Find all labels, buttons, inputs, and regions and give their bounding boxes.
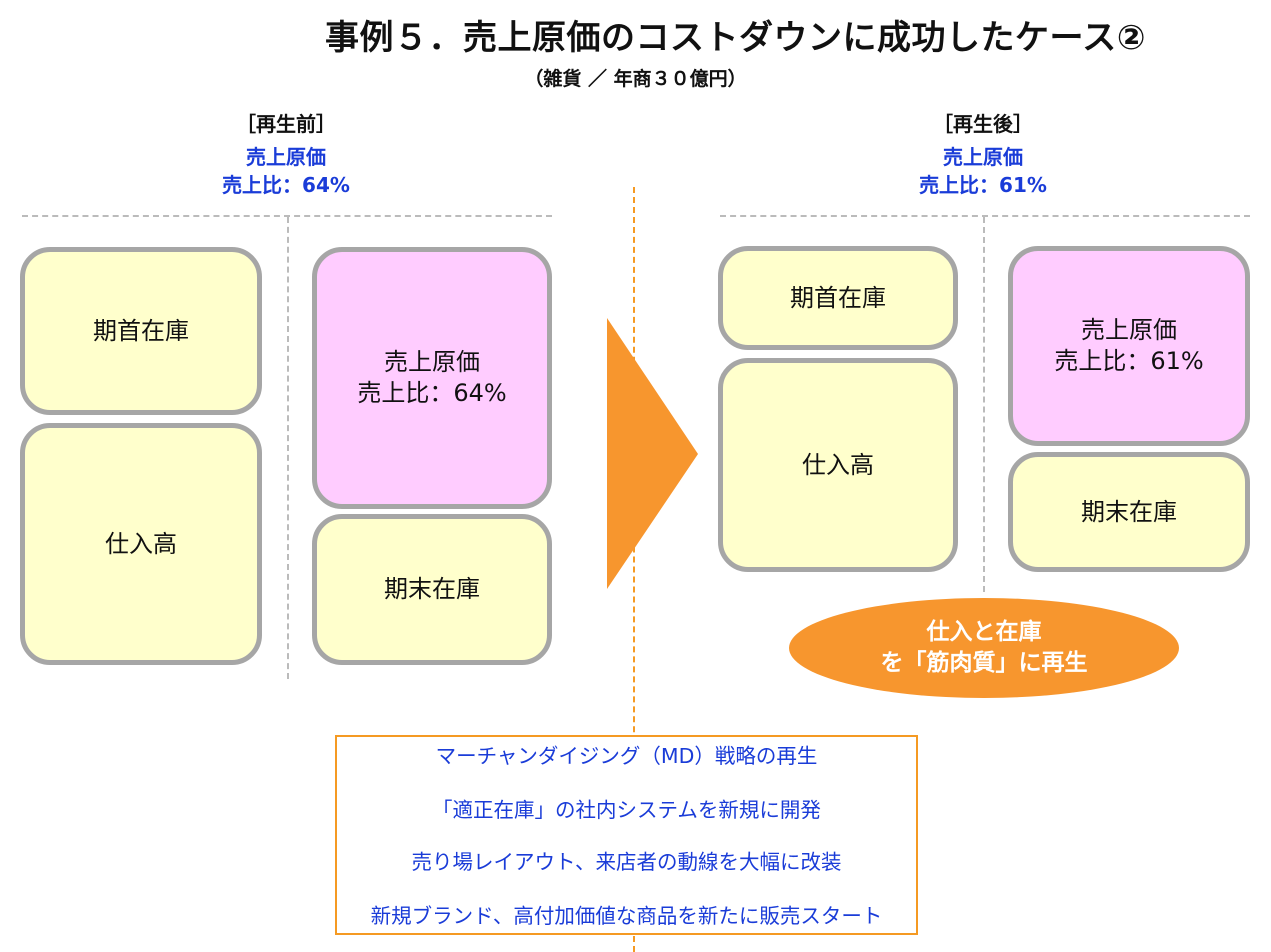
after-cogs-box: 売上原価 売上比：61% [1008, 246, 1250, 446]
after-cogs-line1: 売上原価 [1081, 316, 1177, 344]
actions-box: マーチャンダイジング（MD）戦略の再生 「適正在庫」の社内システムを新規に開発 … [335, 735, 918, 935]
page-subtitle: （雑貨 ／ 年商３０億円） [524, 68, 747, 90]
before-closing-inventory-label: 期末在庫 [384, 575, 480, 603]
page-title: 事例５．売上原価のコストダウンに成功したケース② [324, 18, 1147, 58]
after-top-rule [720, 215, 1250, 217]
action-item: マーチャンダイジング（MD）戦略の再生 [435, 744, 818, 768]
before-purchases-box: 仕入高 [20, 423, 262, 665]
before-mid-rule [287, 217, 289, 679]
callout-ellipse: 仕入と在庫 を「筋肉質」に再生 [789, 598, 1179, 698]
before-cogs-box: 売上原価 売上比：64% [312, 247, 552, 509]
after-label: ［再生後］ [933, 112, 1033, 136]
after-purchases-box: 仕入高 [718, 358, 958, 572]
before-label: ［再生前］ [236, 112, 336, 136]
before-opening-inventory-box: 期首在庫 [20, 247, 262, 415]
transition-arrow-icon [607, 318, 698, 589]
after-closing-inventory-box: 期末在庫 [1008, 452, 1250, 572]
after-closing-inventory-label: 期末在庫 [1081, 497, 1177, 526]
before-cost-heading: 売上原価 売上比：64% [136, 143, 436, 199]
after-purchases-label: 仕入高 [802, 450, 874, 479]
action-item: 売り場レイアウト、来店者の動線を大幅に改装 [411, 850, 842, 874]
before-cost-line1: 売上原価 [246, 145, 326, 169]
callout-line1: 仕入と在庫 [926, 619, 1042, 645]
after-cost-heading: 売上原価 売上比：61% [833, 143, 1133, 199]
before-cost-line2: 売上比：64% [222, 173, 350, 197]
after-opening-inventory-label: 期首在庫 [790, 283, 886, 312]
after-cogs-line2: 売上比：61% [1054, 347, 1204, 375]
before-cogs-line1: 売上原価 [384, 348, 480, 376]
before-opening-inventory-label: 期首在庫 [93, 316, 189, 345]
before-closing-inventory-box: 期末在庫 [312, 514, 552, 665]
after-cost-line2: 売上比：61% [919, 173, 1047, 197]
callout-line2: を「筋肉質」に再生 [880, 650, 1088, 676]
before-purchases-label: 仕入高 [105, 529, 177, 558]
after-opening-inventory-box: 期首在庫 [718, 246, 958, 350]
before-top-rule [22, 215, 552, 217]
action-item: 「適正在庫」の社内システムを新規に開発 [432, 798, 821, 822]
action-item: 新規ブランド、高付加価値な商品を新たに販売スタート [370, 904, 883, 928]
after-mid-rule [983, 217, 985, 592]
center-divider [633, 187, 635, 952]
after-cost-line1: 売上原価 [943, 145, 1023, 169]
before-cogs-line2: 売上比：64% [357, 379, 507, 407]
